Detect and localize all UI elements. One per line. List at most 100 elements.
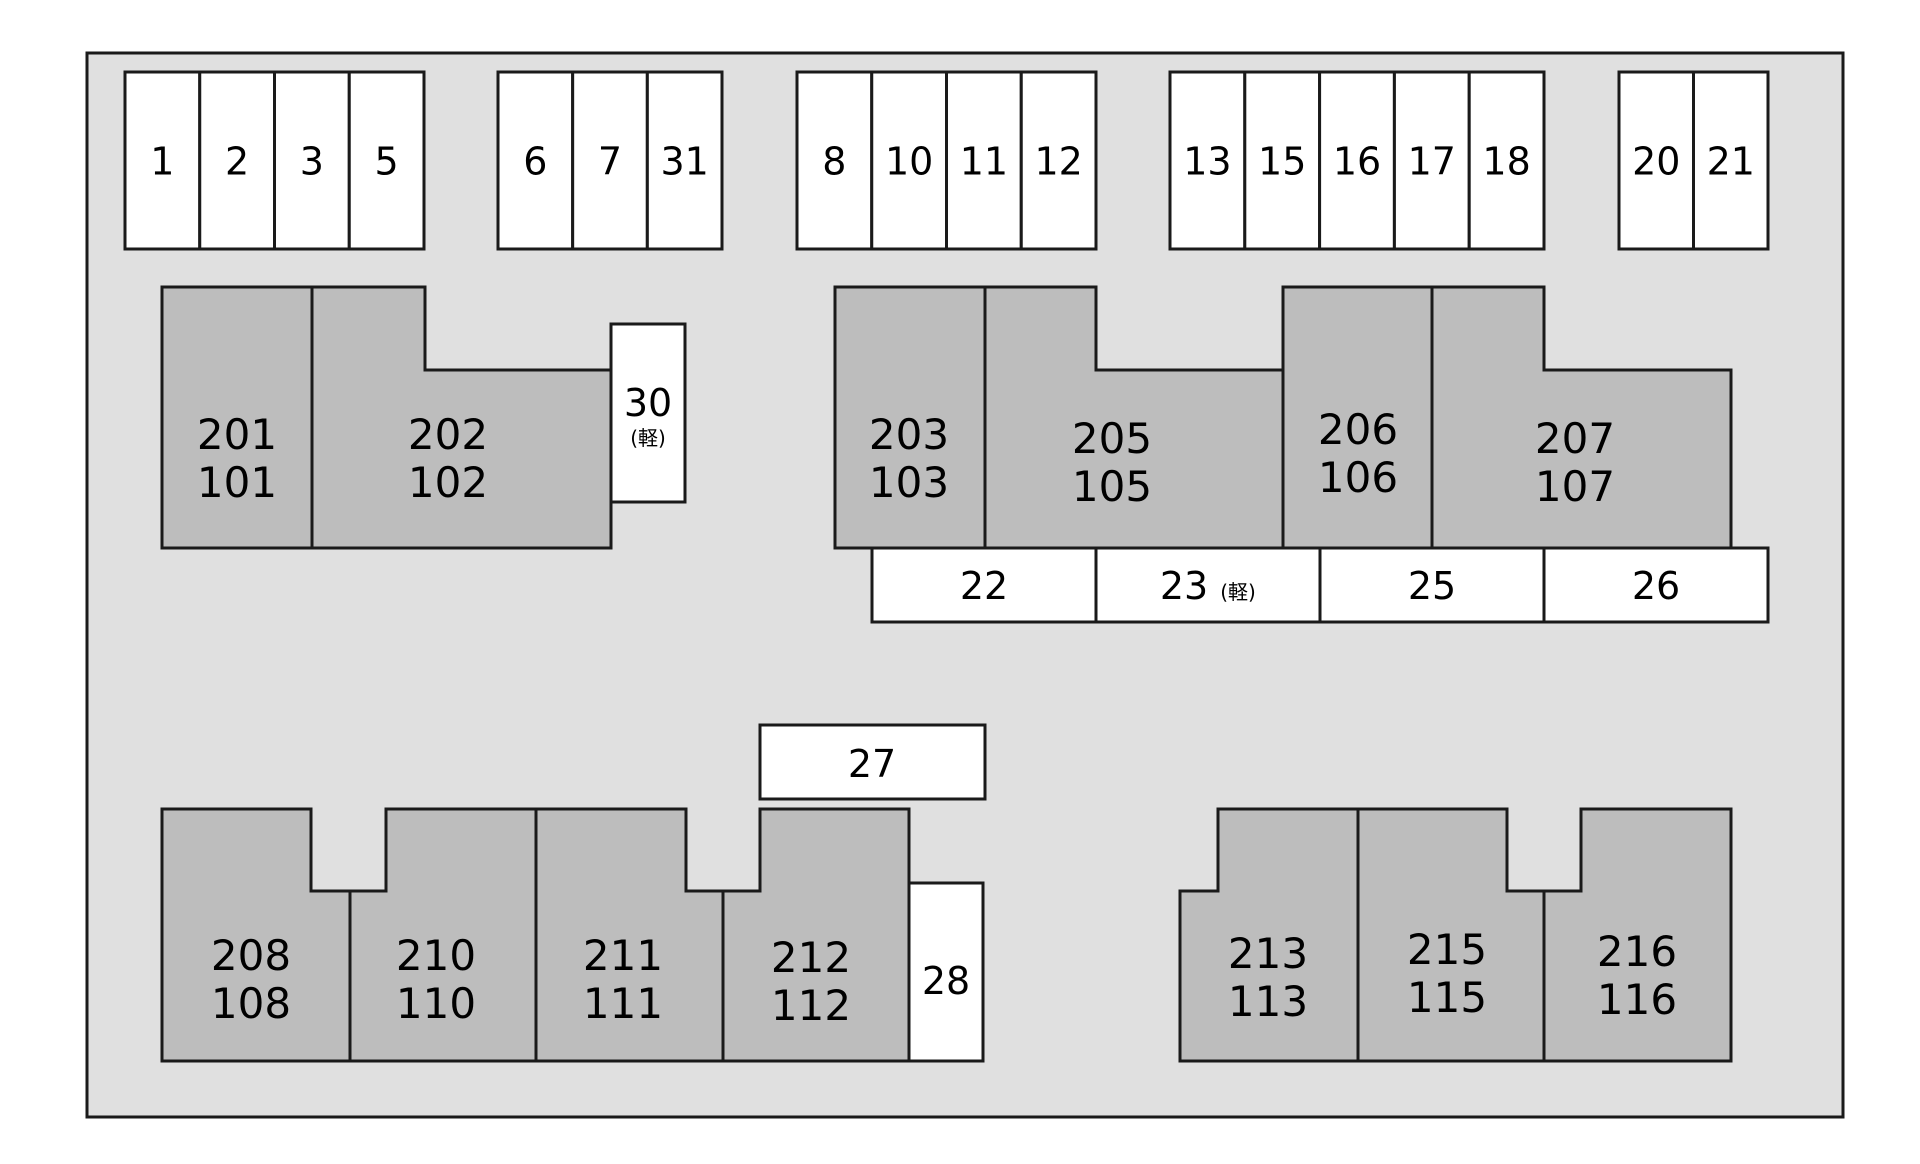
unit-upper-number: 216 — [1597, 927, 1677, 976]
upper-building-units: 201 101 202 102 203 103 205 105 206 106 … — [160, 285, 1733, 550]
unit-upper-number: 207 — [1535, 414, 1615, 463]
parking-space-number: 5 — [375, 140, 399, 184]
unit-upper-number: 215 — [1407, 925, 1487, 974]
parking-space-number: 3 — [300, 140, 324, 184]
parking-space-number: 16 — [1333, 140, 1381, 184]
unit-lower-number: 103 — [869, 458, 949, 507]
unit-lower-number: 111 — [583, 979, 663, 1028]
parking-strip-22-26: 22 23 (軽) 25 26 — [870, 546, 1770, 624]
unit-lower-number: 115 — [1407, 973, 1487, 1022]
space-outline — [609, 322, 687, 504]
unit-label-206-106: 206 106 — [1318, 405, 1398, 502]
parking-space — [870, 546, 1098, 624]
unit-label-216-116: 216 116 — [1597, 927, 1677, 1024]
unit-upper-number: 210 — [396, 931, 476, 980]
unit-lower-number: 113 — [1228, 977, 1308, 1026]
unit-label-202-102: 202 102 — [408, 410, 488, 507]
unit-label-207-107: 207 107 — [1535, 414, 1615, 511]
unit-upper-number: 213 — [1228, 929, 1308, 978]
parking-space — [496, 70, 575, 251]
parking-space-27: 27 — [758, 723, 987, 801]
unit-lower-number: 105 — [1072, 462, 1152, 511]
parking-space — [198, 70, 276, 251]
parking-space-number: 10 — [885, 140, 933, 184]
unit-upper-number: 202 — [408, 410, 488, 459]
parking-space — [347, 70, 426, 251]
space-outline — [758, 723, 987, 801]
lower-building-units: 208 108 210 110 211 111 212 112 213 113 … — [160, 807, 1733, 1063]
unit-lower-number: 106 — [1318, 453, 1398, 502]
unit-upper-number: 211 — [583, 931, 663, 980]
parking-space-number: 26 — [1632, 564, 1680, 608]
parking-space-28: 28 — [907, 881, 985, 1063]
space-outline — [907, 881, 985, 1063]
parking-space — [123, 70, 202, 251]
unit-lower-number: 112 — [771, 981, 851, 1030]
parking-row: 6 7 31 — [496, 70, 724, 251]
unit-lower-number: 110 — [396, 979, 476, 1028]
unit-label-203-103: 203 103 — [869, 410, 949, 507]
parking-space — [795, 70, 874, 251]
parking-space — [1542, 546, 1770, 624]
unit-upper-number: 208 — [211, 931, 291, 980]
space-number: 27 — [848, 742, 896, 786]
parking-space — [571, 70, 649, 251]
unit-label-205-105: 205 105 — [1072, 414, 1152, 511]
unit-lower-number: 102 — [408, 458, 488, 507]
parking-space — [1243, 70, 1322, 251]
unit-lower-number: 116 — [1597, 975, 1677, 1024]
unit-label-215-115: 215 115 — [1407, 925, 1487, 1022]
parking-space-30: 30 (軽) — [609, 322, 687, 504]
parking-space — [645, 70, 724, 251]
unit-upper-number: 205 — [1072, 414, 1152, 463]
parking-space — [870, 70, 948, 251]
unit-label-208-108: 208 108 — [211, 931, 291, 1028]
parking-space-number: 20 — [1632, 140, 1680, 184]
parking-space-number: 21 — [1707, 140, 1755, 184]
parking-space-number: 8 — [822, 140, 846, 184]
unit-label-210-110: 210 110 — [396, 931, 476, 1028]
parking-space-number: 12 — [1034, 140, 1082, 184]
space-number: 28 — [922, 959, 970, 1003]
kei-car-note: (軽) — [630, 426, 666, 450]
parking-row: 13 15 16 17 18 — [1168, 70, 1546, 251]
unit-label-201-101: 201 101 — [197, 410, 277, 507]
parking-space — [1168, 70, 1247, 251]
unit-shape — [721, 807, 911, 1063]
parking-space — [1318, 546, 1546, 624]
parking-space-number: 2 — [225, 140, 249, 184]
parking-row: 8 10 11 12 — [795, 70, 1098, 251]
unit-lower-number: 107 — [1535, 462, 1615, 511]
unit-upper-number: 212 — [771, 933, 851, 982]
parking-space-number: 22 — [960, 564, 1008, 608]
parking-space — [1692, 70, 1770, 251]
unit-shape — [1542, 807, 1733, 1063]
parking-space-number: 18 — [1482, 140, 1530, 184]
parking-row: 1 2 3 5 — [123, 70, 426, 251]
unit-upper-number: 203 — [869, 410, 949, 459]
parking-space-number: 15 — [1258, 140, 1306, 184]
unit-lower-number: 108 — [211, 979, 291, 1028]
parking-space-number: 1 — [150, 140, 174, 184]
unit-lower-number: 101 — [197, 458, 277, 507]
parking-space-number: 7 — [598, 140, 622, 184]
parking-space-number: 11 — [960, 140, 1008, 184]
unit-label-211-111: 211 111 — [583, 931, 663, 1028]
parking-space-number: 13 — [1183, 140, 1231, 184]
unit-label-213-113: 213 113 — [1228, 929, 1308, 1026]
parking-space-number: 31 — [660, 140, 708, 184]
unit-upper-number: 201 — [197, 410, 277, 459]
parking-space — [1467, 70, 1546, 251]
parking-space-number: 6 — [523, 140, 547, 184]
parking-space-number: 17 — [1408, 140, 1456, 184]
unit-upper-number: 206 — [1318, 405, 1398, 454]
parking-space — [1617, 70, 1695, 251]
parking-space-number: 23 — [1160, 564, 1208, 608]
parking-space-number: 25 — [1408, 564, 1456, 608]
kei-car-note: (軽) — [1220, 580, 1256, 604]
space-number: 30 — [624, 381, 672, 425]
parking-space — [1392, 70, 1471, 251]
parking-space — [1019, 70, 1098, 251]
